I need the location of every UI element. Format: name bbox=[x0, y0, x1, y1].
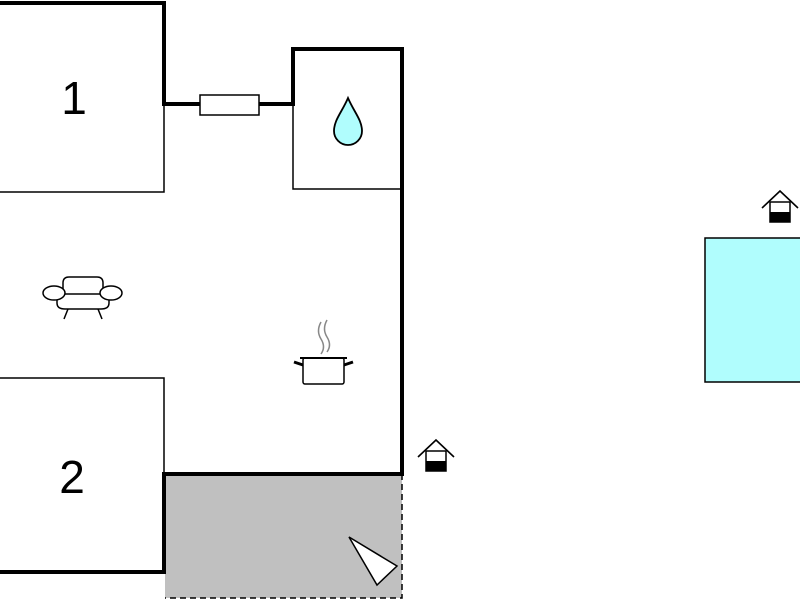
pool-entrance-house-icon bbox=[761, 189, 799, 223]
cooking-pot-icon bbox=[293, 319, 354, 385]
bathroom bbox=[292, 95, 402, 190]
terrace-dashed-edge bbox=[165, 474, 403, 599]
room-1: 1 bbox=[0, 72, 165, 193]
direction-triangle-icon bbox=[348, 536, 399, 587]
room-2-wall bbox=[0, 377, 165, 474]
sofa-icon bbox=[42, 276, 123, 320]
entrance-house-icon bbox=[417, 438, 455, 472]
house-walls bbox=[0, 1, 404, 574]
room-2: 2 bbox=[0, 377, 165, 503]
bathroom-wall bbox=[292, 104, 402, 190]
room-2-label: 2 bbox=[59, 451, 85, 503]
water-drop-icon bbox=[333, 95, 363, 146]
room-1-wall bbox=[0, 104, 165, 193]
pool bbox=[704, 237, 800, 383]
terrace bbox=[165, 474, 403, 599]
window bbox=[199, 94, 260, 116]
pool-area bbox=[704, 237, 800, 383]
outer-wall bbox=[0, 1, 404, 574]
room-1-label: 1 bbox=[61, 72, 87, 124]
terrace-area bbox=[165, 474, 402, 598]
